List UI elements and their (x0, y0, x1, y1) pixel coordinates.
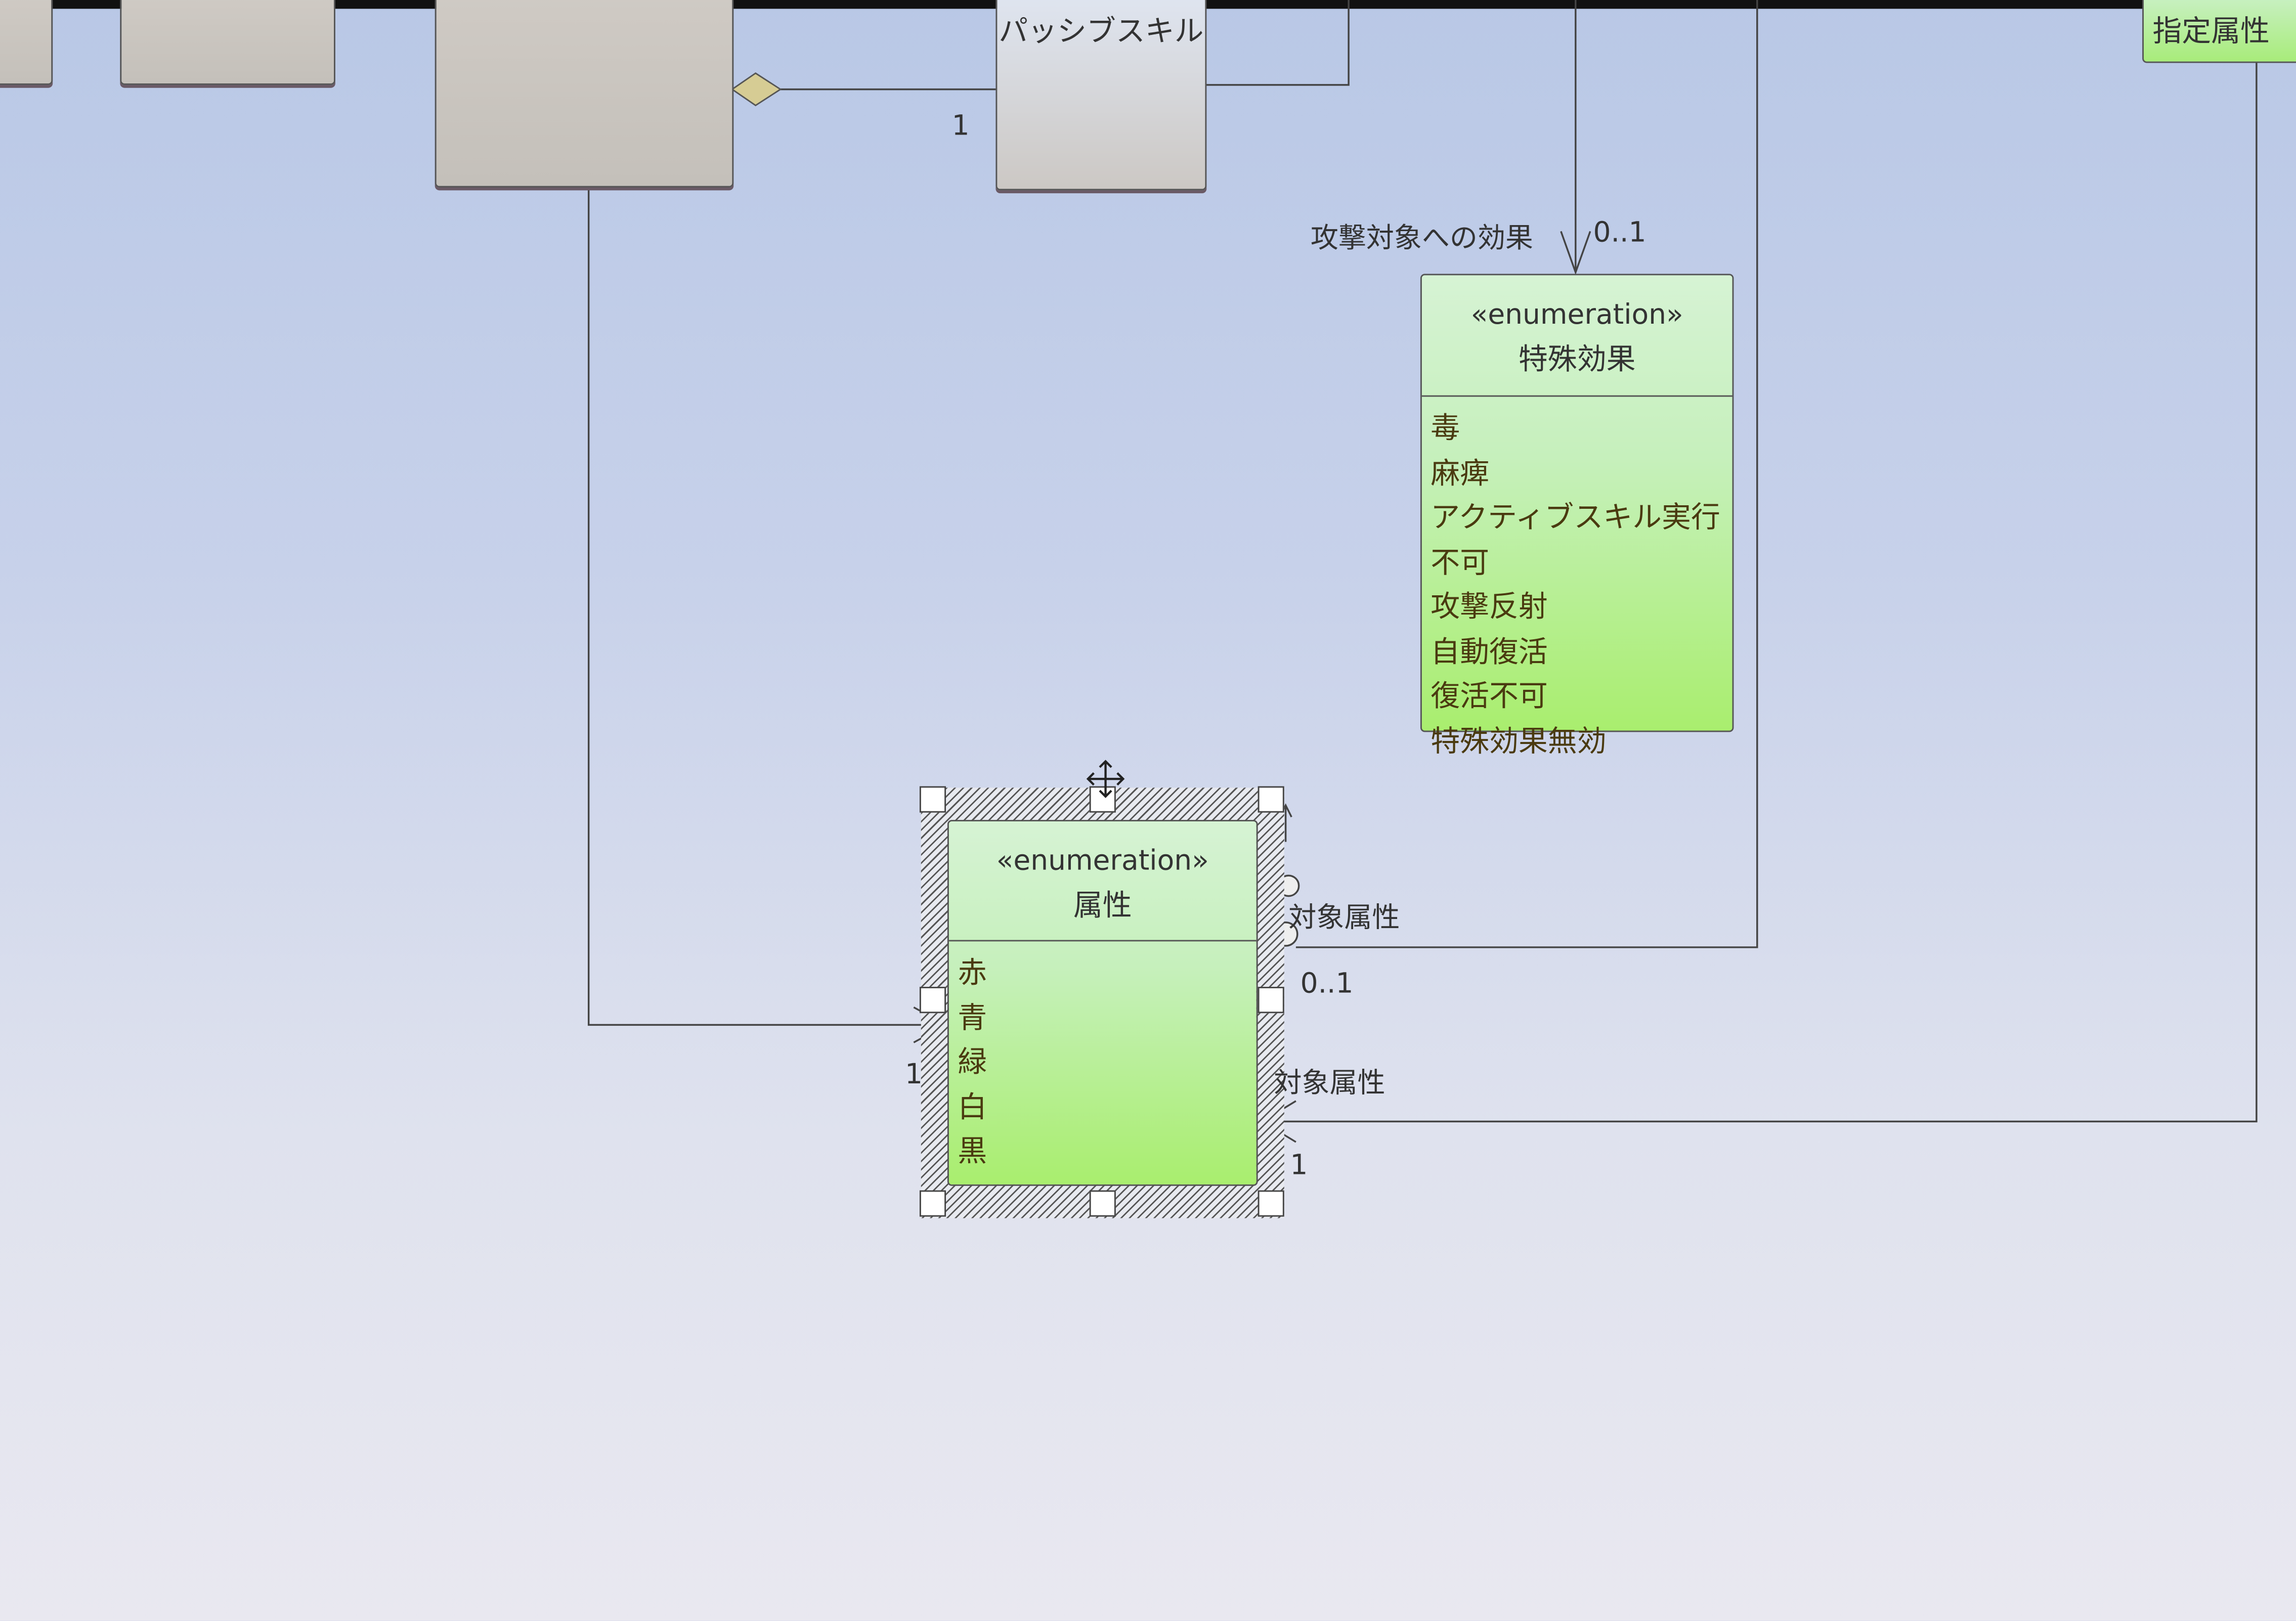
effect-arrowhead (1560, 231, 1591, 275)
enum-literal: 赤 (958, 954, 987, 990)
target-attribute-multiplicity-2: 1 (1290, 1149, 1308, 1182)
aggregation-multiplicity: 1 (951, 110, 970, 142)
target-attribute-line-2 (1262, 63, 2258, 1123)
enum-name: 属性 (1073, 887, 1132, 923)
aggregation-diamond-icon (730, 72, 782, 107)
class-box-skill[interactable] (435, 0, 734, 188)
resize-handle-nw[interactable] (919, 786, 946, 813)
enum-name: 特殊効果 (1518, 341, 1636, 376)
class-name: パッシブスキル (999, 13, 1204, 49)
class-designated-attribute[interactable]: 指定属性 (2142, 0, 2296, 63)
effect-role-label: 攻撃対象への効果 (1310, 223, 1533, 255)
stereotype-label: «enumeration» (996, 845, 1209, 877)
enum-literal: 緑 (958, 1043, 987, 1079)
resize-handle-s[interactable] (1089, 1190, 1116, 1217)
enum-special-effect[interactable]: «enumeration» 特殊効果 毒 麻痺 アクティブスキル実行不可 攻撃反… (1420, 274, 1734, 758)
resize-handle-sw[interactable] (919, 1190, 946, 1217)
target-attribute-multiplicity-1: 0..1 (1300, 968, 1354, 1000)
enum-literal: 青 (958, 999, 987, 1035)
resize-handle-se[interactable] (1258, 1190, 1284, 1217)
class-box-offscreen[interactable] (0, 0, 53, 85)
resize-handle-ne[interactable] (1258, 786, 1284, 813)
resize-handle-e[interactable] (1258, 987, 1284, 1014)
target-attribute-role-1: 対象属性 (1288, 902, 1400, 934)
class-passive-skill[interactable]: パッシブスキル (995, 0, 1207, 191)
enum-literal: 白 (958, 1088, 987, 1124)
enum-literal: 毒 (1431, 410, 1460, 446)
target-attribute-role-2: 対象属性 (1274, 1067, 1385, 1100)
resize-handle-w[interactable] (919, 987, 946, 1014)
target-attribute-line-1 (1295, 0, 1758, 948)
enum-literal: 自動復活 (1431, 633, 1548, 669)
enum-literal: 黒 (958, 1133, 987, 1169)
attribute-left-line (587, 189, 946, 1026)
enum-literal: 攻撃反射 (1431, 588, 1548, 624)
class-name: 指定属性 (2152, 13, 2270, 49)
effect-multiplicity: 0..1 (1593, 216, 1647, 249)
enum-attribute[interactable]: «enumeration» 属性 赤 青 緑 白 黒 (947, 820, 1258, 1186)
class-box[interactable] (120, 0, 335, 85)
resize-handle-n[interactable] (1089, 786, 1116, 813)
enum-literal: 麻痺 (1431, 454, 1490, 490)
enum-literal: アクティブスキル実行不可 (1431, 499, 1720, 579)
enum-literal: 特殊効果無効 (1431, 722, 1607, 758)
passive-skill-link (1205, 0, 1350, 86)
left-association-multiplicity: 1 (904, 1058, 923, 1091)
enum-literal: 復活不可 (1431, 678, 1548, 713)
stereotype-label: «enumeration» (1470, 298, 1683, 331)
